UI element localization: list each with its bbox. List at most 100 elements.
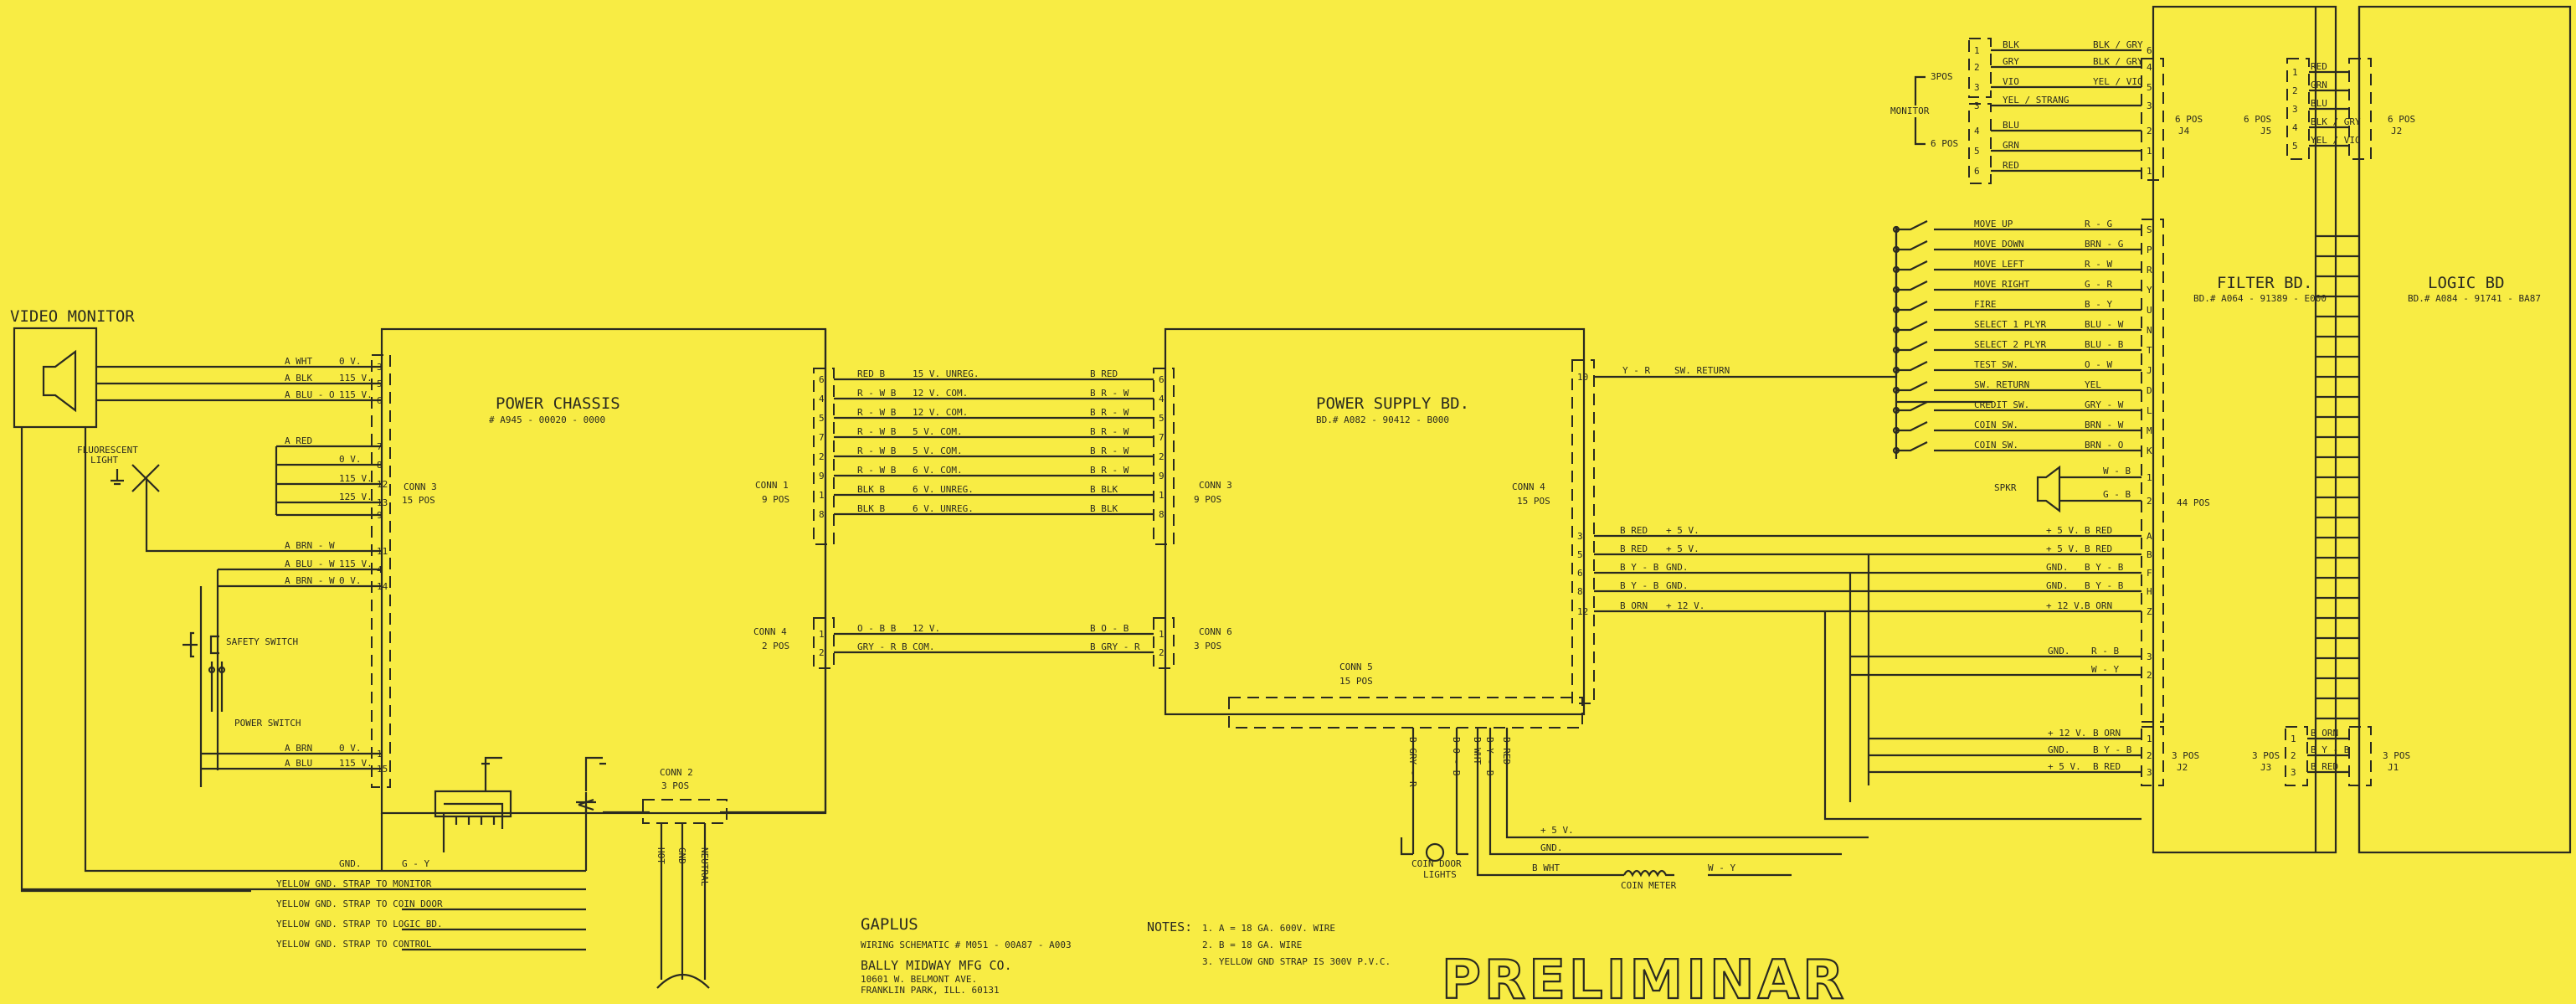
coin-door-label: COIN DOOR	[1411, 858, 1462, 869]
strap-label: YELLOW GND. STRAP TO CONTROL	[276, 939, 432, 950]
switch-wire-code: B - Y	[2085, 299, 2112, 310]
chassis-wire-color: A RED	[285, 435, 312, 446]
ps-conn4-pos: 15 POS	[1517, 496, 1550, 507]
ps-conn4-label: CONN 4	[1512, 481, 1545, 492]
strap-label: YELLOW GND. STRAP TO COIN DOOR	[276, 898, 443, 909]
pc-conn1-pos: 9 POS	[762, 494, 789, 505]
wire-code-right: B RED	[1090, 368, 1118, 379]
monitor-wire-color: BLK	[2003, 39, 2019, 50]
switch-wire-code: YEL	[2085, 379, 2101, 390]
wire-function-label: 6 V. UNREG.	[913, 484, 974, 495]
power-supply-title: POWER SUPPLY BD.	[1316, 394, 1469, 413]
j5-wire-color: BLK / GRY	[2311, 116, 2361, 127]
title-schematic: WIRING SCHEMATIC # M051 - 00A87 - A003	[861, 940, 1072, 950]
switch-label: SELECT 1 PLYR	[1974, 319, 2046, 330]
fj1-label: 3 POS	[2383, 750, 2410, 761]
switch-wire	[1896, 361, 2142, 372]
switch-label: MOVE DOWN	[1974, 239, 2024, 250]
mon-6pos-outline	[1968, 103, 1992, 184]
ps-conn6-outline	[1153, 617, 1175, 669]
filter-pin: 1	[2147, 472, 2152, 483]
conn2-pin-label: HOT	[656, 847, 666, 864]
wire-code-left: BLK B	[857, 503, 885, 514]
j5-pin: 3	[2292, 104, 2298, 115]
filter-bd-box	[2152, 5, 2337, 854]
switch-wire-code: BRN - W	[2085, 420, 2124, 430]
chassis-pin-number: 8	[377, 460, 383, 471]
fj3-pin: 1	[2291, 734, 2296, 744]
chassis-pin-number: 11	[377, 546, 388, 557]
switch-wire	[1896, 260, 2142, 271]
conn5-plus5-label: + 5 V.	[1540, 825, 1574, 836]
conn5-gnd-label: GND.	[1540, 842, 1563, 853]
j4-pin: 6	[2147, 45, 2152, 56]
notes-heading: NOTES:	[1147, 919, 1192, 934]
wire-code-right: B RED	[2085, 543, 2112, 554]
fluorescent-light-label: FLUORESCENT	[77, 445, 138, 456]
note-item: 1. A = 18 GA. 600V. WIRE	[1202, 923, 1335, 934]
fj3-wire-code: B Y - B	[2311, 744, 2350, 755]
switch-wire-code: O - W	[2085, 359, 2112, 370]
switch-label: COIN SW.	[1974, 420, 2018, 430]
j4-pin: 3	[2147, 100, 2152, 111]
fj2-voltage: GND.	[2048, 744, 2070, 755]
j5-pin: 4	[2292, 122, 2298, 133]
j4-label: 6 POS	[2175, 114, 2203, 125]
pc-conn4-pos: 2 POS	[762, 641, 789, 651]
j5-wire-color: BLU	[2311, 98, 2327, 109]
chassis-wire-volts: 115 V.	[339, 473, 373, 484]
pc-conn1-pin: 9	[819, 471, 825, 481]
j4-sub: J4	[2178, 126, 2190, 136]
j5-wire-color: RED	[2311, 61, 2327, 72]
pc-conn3-outline	[371, 354, 391, 788]
filter-pin: R	[2147, 265, 2152, 275]
wire-code-left: B Y - B	[1620, 562, 1659, 573]
wire-code-left: R - W B	[857, 445, 897, 456]
filter-pin: B	[2147, 549, 2152, 560]
wire-code-left: O - B B	[857, 623, 897, 634]
ps-conn3-pin: 9	[1159, 471, 1165, 481]
pc-conn1-pin: 7	[819, 432, 825, 443]
pc-conn1-pin: 2	[819, 451, 825, 462]
fj3-pin: 3	[2291, 767, 2296, 778]
monitor-3pos-label: 3POS	[1931, 71, 1953, 82]
speaker-label: SPKR	[1994, 482, 2017, 493]
switch-label: FIRE	[1974, 299, 1997, 310]
ps-conn4-pin: 6	[1577, 568, 1583, 579]
j5-label: 6 POS	[2244, 114, 2271, 125]
ps-conn6-label: CONN 6	[1199, 626, 1232, 637]
wire-function-label: 12 V.	[913, 623, 940, 634]
conn2-label: CONN 2	[660, 767, 693, 778]
switch-wire-code: R - W	[2085, 259, 2112, 270]
filter-bd-part: BD.# A064 - 91389 - E000	[2193, 293, 2327, 304]
ps-conn3-pin: 5	[1159, 413, 1165, 424]
switch-wire	[1896, 401, 2142, 412]
filter-pin: H	[2147, 586, 2152, 597]
wire-voltage: GND.	[1666, 562, 1689, 573]
j5-outline	[2286, 58, 2310, 160]
chassis-wire-volts: 0 V.	[339, 454, 362, 465]
filter-bd-title: FILTER BD.	[2217, 274, 2312, 292]
switch-label: TEST SW.	[1974, 359, 2018, 370]
wire-code-right: B R - W	[1090, 388, 1129, 399]
wire-voltage-right: GND.	[2046, 562, 2069, 573]
monitor-wire-color: RED	[2003, 160, 2019, 171]
fj3-label: 3 POS	[2252, 750, 2280, 761]
filter-pin: 3	[2147, 767, 2152, 778]
wire-code-right: B R - W	[1090, 426, 1129, 437]
fj3-wire-code: B ORN	[2311, 728, 2338, 739]
wire-code-left: R - W B	[857, 426, 897, 437]
power-chassis-part: # A945 - 00020 - 0000	[489, 414, 605, 425]
filter-pin: 3	[2147, 651, 2152, 662]
safety-switch-icon	[183, 631, 219, 658]
filter-pin: S	[2147, 224, 2152, 235]
wire-voltage-right: GND.	[2046, 580, 2069, 591]
filter-pin: K	[2147, 445, 2152, 456]
chassis-wire-volts: 115 V.	[339, 559, 373, 569]
wire-code-right: B Y - B	[2085, 562, 2124, 573]
fluorescent-light-label-2: LIGHT	[90, 455, 118, 466]
chassis-wire-color: A BLU - O	[285, 389, 335, 400]
ps-conn6-pos: 3 POS	[1194, 641, 1221, 651]
filter-pin: Z	[2147, 606, 2152, 617]
